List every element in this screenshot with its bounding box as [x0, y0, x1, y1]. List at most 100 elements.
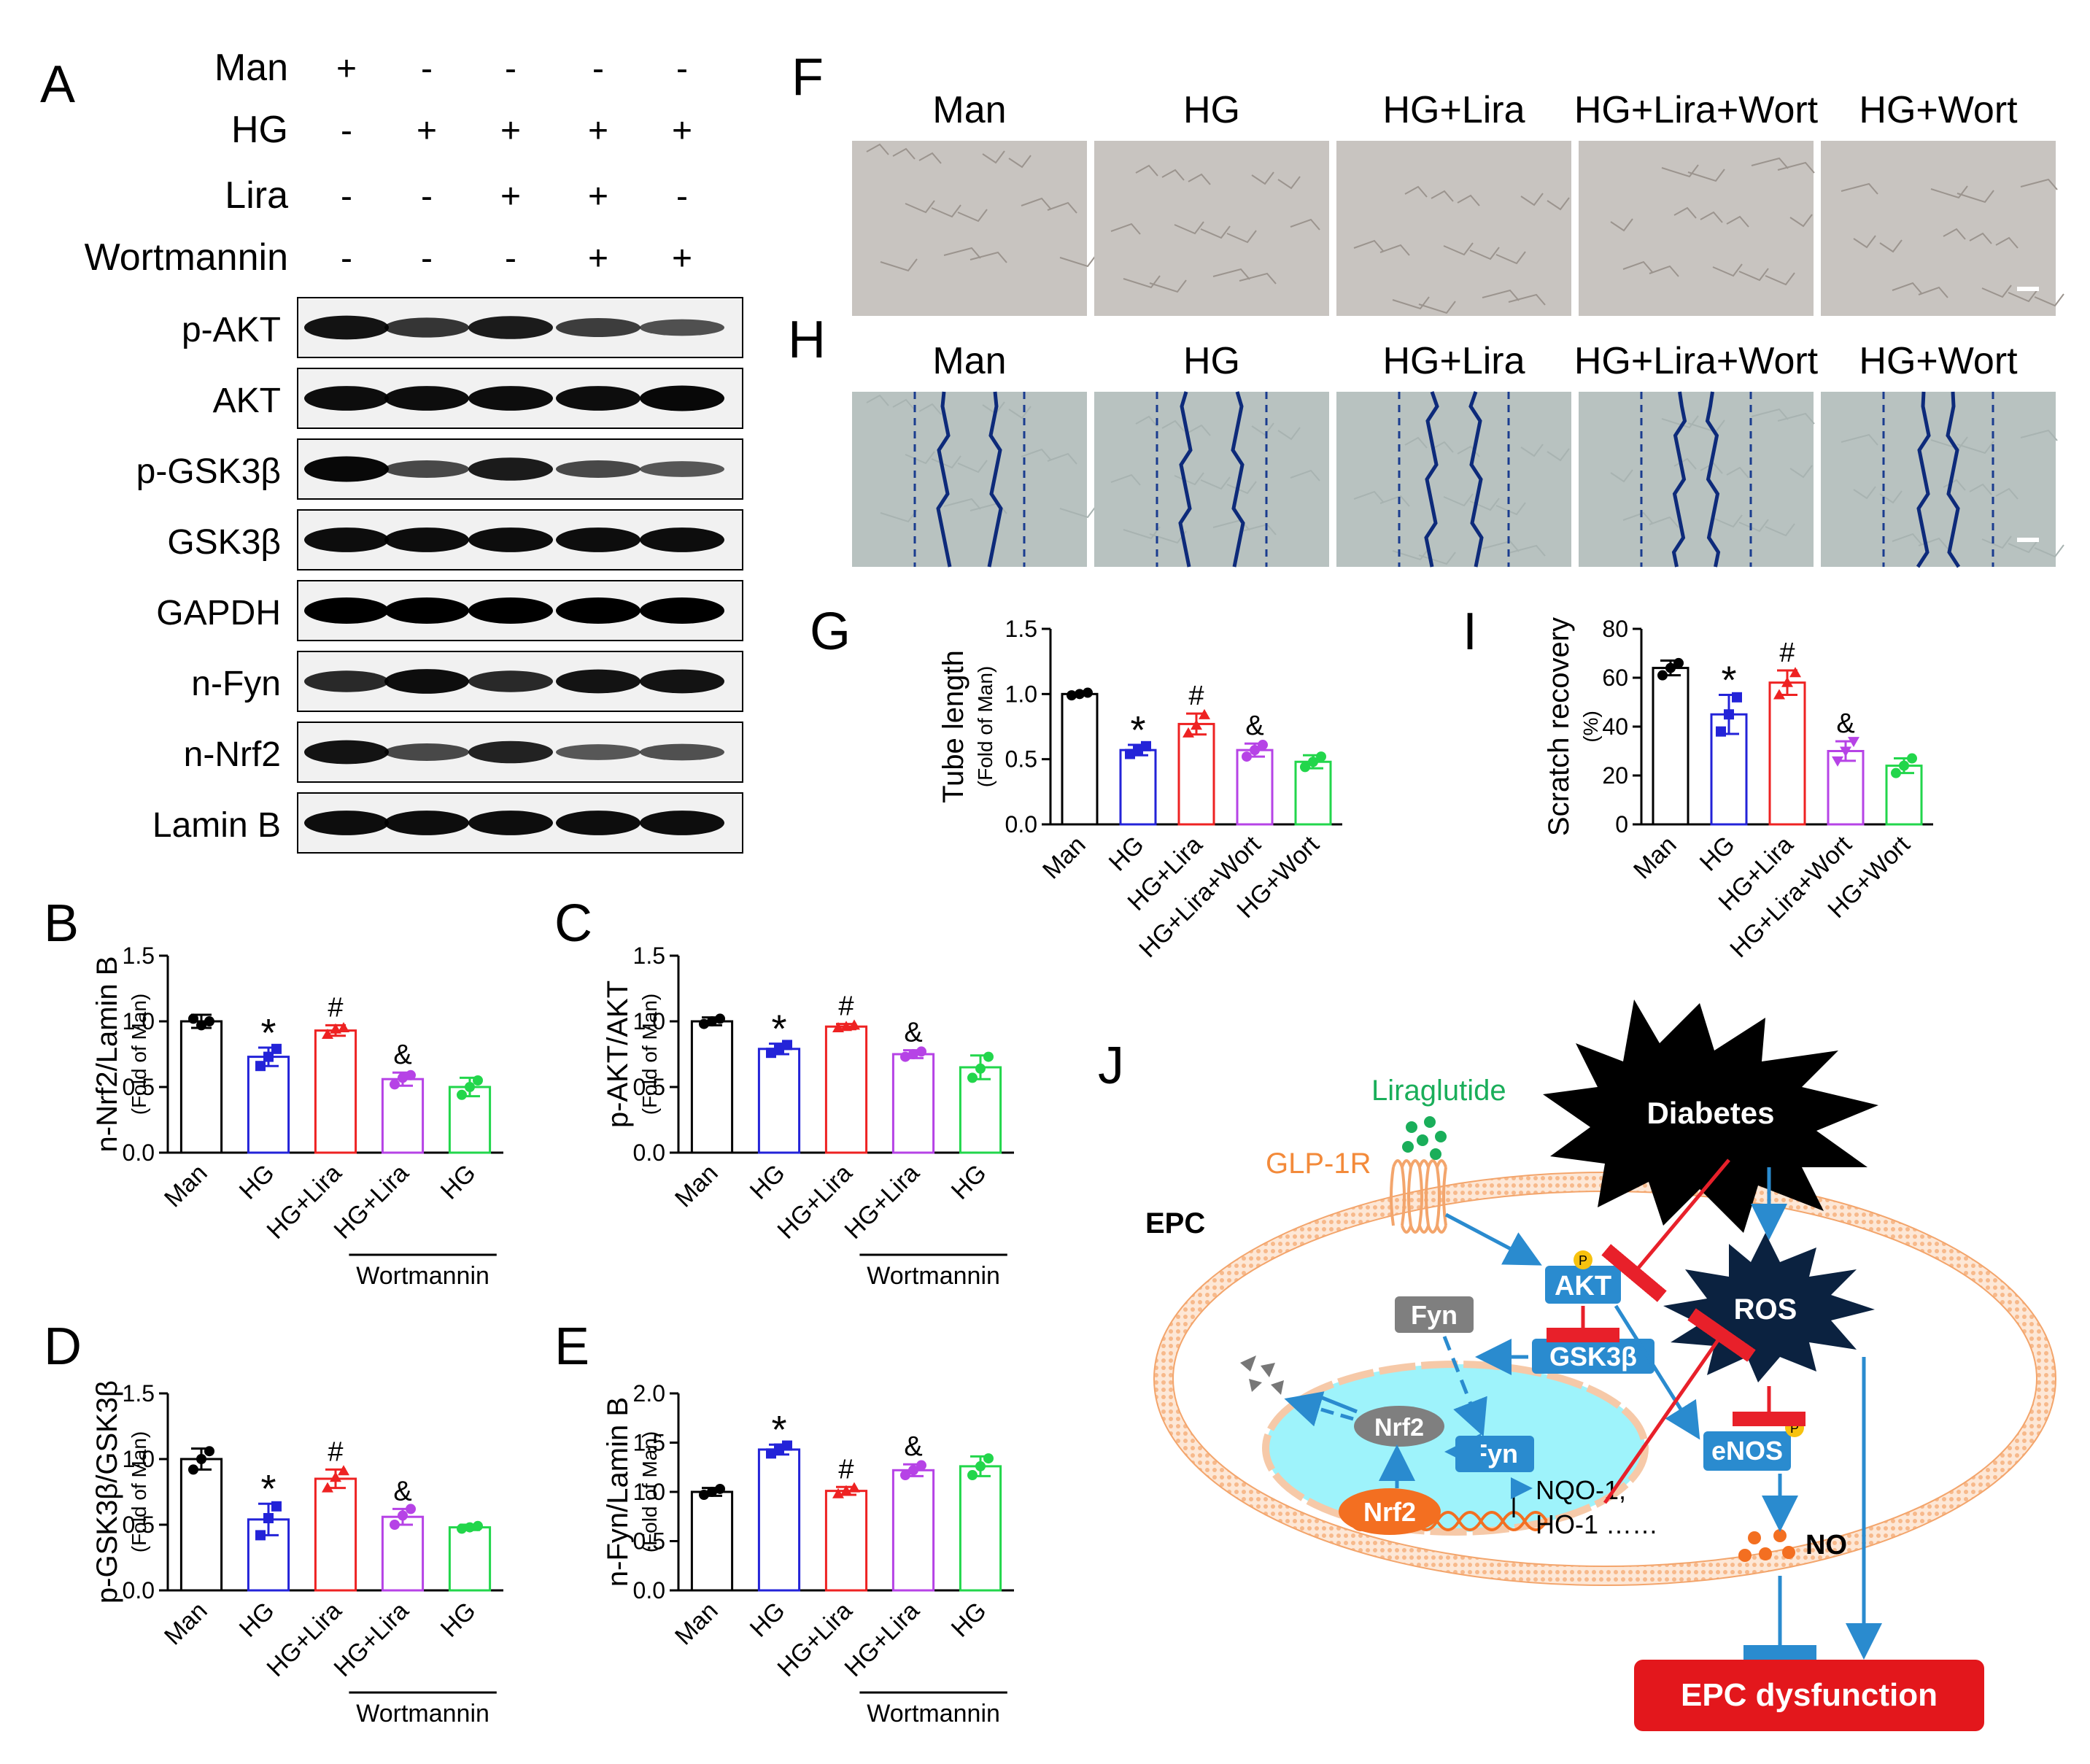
- image-texture: [1392, 547, 1430, 561]
- diabetes-label: Diabetes: [1646, 1096, 1774, 1130]
- x-tick-label: HG: [946, 1597, 992, 1643]
- y-tick-label: 1.5: [123, 1380, 155, 1407]
- image-texture: [1277, 176, 1301, 190]
- image-texture: [1021, 197, 1051, 209]
- blot-band: [468, 527, 553, 552]
- gsk3b-label: GSK3β: [1549, 1342, 1637, 1372]
- scratch-image: [1336, 392, 1571, 567]
- chart-d: 0.00.51.01.5p-GSK3β/GSK3β(Fold of Man)Ma…: [91, 1380, 503, 1728]
- data-point: [390, 1079, 400, 1090]
- blot-band: [468, 316, 553, 339]
- condition-sign: -: [505, 50, 516, 88]
- data-point: [1258, 740, 1268, 751]
- akt-phospho-label: P: [1579, 1253, 1587, 1268]
- image-texture: [866, 394, 889, 406]
- image-texture: [1161, 169, 1185, 181]
- image-texture: [1353, 490, 1384, 503]
- image-texture: [1047, 452, 1077, 465]
- image-texture: [892, 398, 916, 411]
- y-tick-label: 80: [1602, 616, 1628, 642]
- panel-letter-e: E: [554, 1318, 589, 1376]
- image-texture: [2020, 178, 2058, 190]
- data-point: [967, 1470, 978, 1481]
- y-tick-label: 2.0: [633, 1380, 665, 1407]
- y-tick-label: 40: [1602, 713, 1628, 740]
- image-texture: [1661, 415, 1699, 429]
- y-tick-label: 0: [1615, 811, 1628, 837]
- group-label: Wortmannin: [867, 1700, 1000, 1728]
- akt-label: AKT: [1555, 1271, 1611, 1301]
- blot-band: [640, 743, 724, 761]
- condition-label: Wortmannin: [85, 236, 288, 279]
- bar: [1768, 681, 1806, 826]
- condition-sign: -: [505, 239, 516, 278]
- image-texture: [1957, 190, 1994, 204]
- blot-band: [384, 527, 469, 552]
- image-column-label: HG+Lira+Wort: [1574, 89, 1819, 131]
- image-texture: [1110, 473, 1141, 486]
- image-texture: [1174, 221, 1204, 235]
- image-texture: [2020, 429, 2058, 441]
- data-point: [406, 1069, 416, 1080]
- data-point: [715, 1483, 725, 1494]
- significance-mark: #: [1188, 681, 1204, 711]
- image-texture: [2008, 540, 2038, 554]
- x-tick-label: Man: [1037, 831, 1091, 885]
- data-point: [196, 1020, 206, 1031]
- image-texture: [2034, 293, 2064, 307]
- bar: [757, 1448, 801, 1592]
- image-texture: [1726, 215, 1749, 228]
- bar: [1119, 748, 1157, 826]
- data-point: [975, 1063, 986, 1074]
- no-label: NO: [1805, 1530, 1847, 1560]
- bar: [690, 1490, 734, 1592]
- blot-band: [384, 317, 469, 338]
- blot-band: [556, 597, 640, 624]
- chart-b: 0.00.51.01.5n-Nrf2/Lamin B(Fold of Man)M…: [91, 943, 503, 1290]
- y-axis-sublabel: (%): [1579, 711, 1602, 743]
- nrf2-nuclear-grey: [1354, 1406, 1444, 1447]
- x-tick-label: Man: [159, 1159, 213, 1213]
- blot-band: [304, 597, 389, 624]
- blot-label: GAPDH: [156, 594, 281, 633]
- data-point: [338, 1022, 349, 1032]
- data-point: [1199, 708, 1210, 719]
- y-tick-label: 1.0: [1005, 681, 1037, 707]
- bar: [448, 1086, 492, 1154]
- image-texture: [1251, 171, 1274, 185]
- y-axis-label: n-Fyn/Lamin B: [602, 1397, 634, 1587]
- data-point: [1907, 753, 1917, 764]
- panel-letter-f: F: [792, 48, 824, 107]
- blot-band: [640, 669, 724, 694]
- akt-phospho: [1574, 1250, 1592, 1269]
- condition-sign: -: [421, 239, 433, 278]
- bar: [1827, 750, 1865, 826]
- blot-band: [640, 527, 724, 552]
- image-texture: [1123, 526, 1161, 540]
- data-point: [406, 1504, 416, 1515]
- scratch-image: [1579, 392, 1814, 567]
- data-point: [1183, 727, 1194, 738]
- data-point: [983, 1051, 994, 1062]
- no-molecules: [1738, 1529, 1795, 1562]
- image-texture: [1418, 301, 1456, 314]
- condition-sign: +: [588, 239, 608, 278]
- data-point: [1657, 670, 1668, 681]
- significance-mark: &: [904, 1431, 922, 1462]
- significance-mark: *: [260, 1467, 276, 1511]
- data-point: [263, 1513, 274, 1523]
- data-point: [1141, 740, 1151, 751]
- y-tick-label: 1.0: [633, 1008, 665, 1034]
- image-texture: [1841, 433, 1878, 446]
- y-tick-label: 0.0: [123, 1577, 155, 1604]
- image-texture: [1712, 514, 1743, 528]
- liraglutide-molecules: [1402, 1116, 1447, 1160]
- image-texture: [1457, 194, 1480, 206]
- bar: [824, 1490, 868, 1592]
- image-texture: [1520, 193, 1544, 206]
- image-texture: [1149, 279, 1187, 293]
- data-point: [774, 1443, 784, 1454]
- data-point: [983, 1453, 994, 1464]
- target-genes-2: HO-1 ……: [1536, 1509, 1658, 1539]
